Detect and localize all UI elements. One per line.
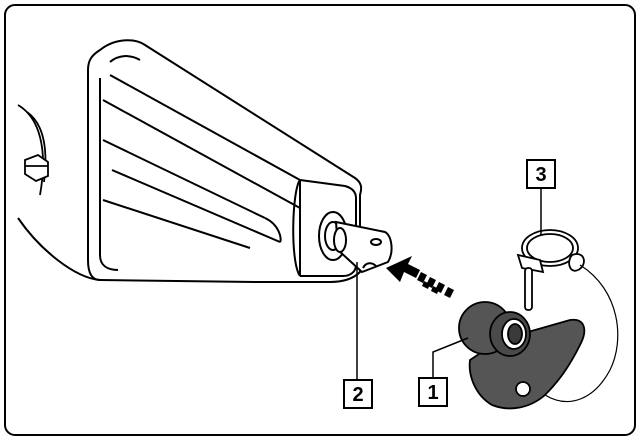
insertion-arrow-icon [386, 256, 454, 298]
callout-2-label: 2 [352, 384, 363, 406]
linch-pin [516, 229, 585, 311]
protective-cap [458, 301, 586, 410]
callout-2: 2 [343, 379, 373, 409]
hitch-body [17, 39, 363, 283]
callout-3-label: 3 [535, 164, 546, 186]
pto-shaft [318, 211, 393, 274]
mounting-bolt [17, 104, 49, 196]
tether-cord [544, 264, 619, 403]
callout-3: 3 [526, 159, 556, 189]
callout-1: 1 [418, 377, 448, 407]
callout-1-label: 1 [427, 382, 438, 404]
callout-1-leader [432, 337, 469, 378]
